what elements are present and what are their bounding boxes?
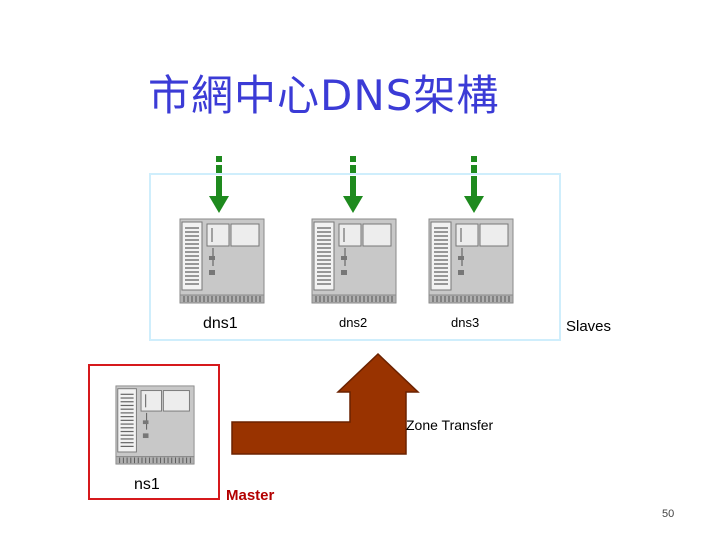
server-label-dns2: dns2: [339, 315, 368, 330]
master-group-frame: [88, 364, 220, 500]
server-icon-dns1: [179, 218, 265, 304]
server-label-ns1: ns1: [134, 476, 160, 493]
server-icon-ns1: [115, 385, 195, 465]
server-label-dns3: dns3: [451, 315, 480, 330]
server-icon-dns3: [428, 218, 514, 304]
zone-transfer-arrow: [231, 352, 420, 455]
master-label: Master: [226, 487, 275, 504]
slaves-group-frame: [149, 173, 561, 341]
zone-transfer-label: Zone Transfer: [406, 417, 494, 433]
server-label-dns1: dns1: [203, 315, 238, 332]
page-title: 市網中心DNS架構: [148, 71, 500, 120]
server-icon-dns2: [311, 218, 397, 304]
incoming-arrow-dns1: [209, 156, 229, 213]
incoming-arrow-dns3: [464, 156, 484, 213]
incoming-arrow-dns2: [343, 156, 363, 213]
slaves-label: Slaves: [566, 318, 612, 335]
page-number: 50: [662, 508, 675, 520]
